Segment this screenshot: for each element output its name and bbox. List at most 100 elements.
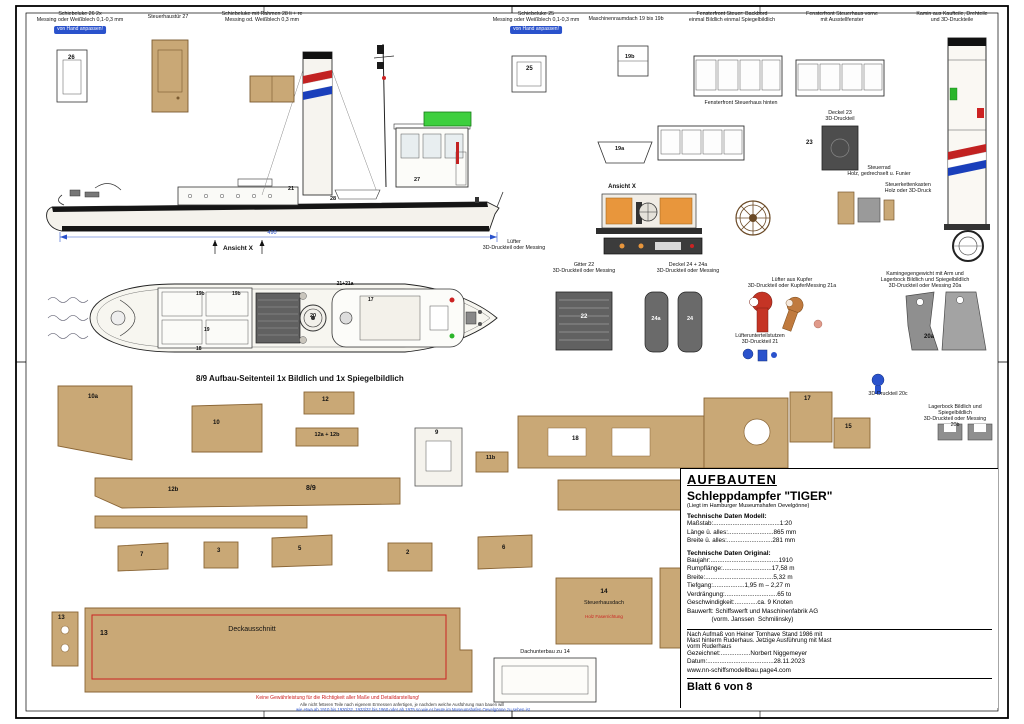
note-blue: wie etwa ab 1910 bis 1930/32, 1933/32 bi… [296,707,530,712]
label-kamin: Kamin aus Kaufteile, Drehteile und 3D-Dr… [916,11,988,23]
ship-plan-view [47,283,498,353]
label-deckel-24: Deckel 24 + 24a 3D-Druckteil oder Messin… [656,262,720,274]
ship-side-view [46,43,504,254]
part-24: 24 [686,316,694,322]
pill-von-hand-1: von Hand anpassen! [54,26,106,34]
label-lagerbock-20b: Lagerbock Bildlich und Spiegelbildlich 3… [923,404,987,428]
part-11b: 11b [486,455,496,461]
part-27-side: 27 [414,177,421,183]
wooden-parts [51,385,991,693]
label-schiebeluke-28: Schiebeluke mit Rahmen 28 li + re Messin… [221,11,303,23]
model-data-row: Breite ü. alles:........................… [687,537,796,544]
label-steuerhaustuer-27: Steuerhaustür 27 [147,14,189,20]
part-22: 22 [580,314,588,320]
funnel-detail [944,37,990,262]
original-data-row: Breite:.................................… [687,573,793,581]
original-data-row: (vorm. Janssen Schmilinsky) [687,616,794,623]
part-20a: 20a [924,334,935,340]
part-21-21a-plan: 21+21a [336,281,354,287]
label-steuerrad: Steuerrad Holz, gedrechselt u. Funier [847,165,911,177]
label-ansicht-x-side: Ansicht X [223,245,253,252]
label-dachunterbau: Dachunterbau zu 14 [520,649,570,655]
part-9: 9 [435,430,439,436]
part-23: 23 [806,140,813,146]
part-17: 17 [804,396,811,402]
part-10a: 10a [88,394,99,400]
part-10: 10 [213,420,220,426]
label-fensterfront-vorne: Fensterfront Steuerhaus vorne mit Ausste… [806,11,878,23]
part-13-deck: 13 [100,630,108,637]
model-data-row: Länge ü. alles:.........................… [687,528,797,536]
part-5: 5 [298,546,302,552]
part-13-left: 13 [58,615,65,621]
original-data-row: Geschwindigkeit:.............ca. 9 Knote… [687,599,793,606]
drawn-by-row: Gezeichnet:.................Norbert Nigg… [687,649,808,657]
label-deckel-23: Deckel 23 3D-Druckteil [825,110,855,122]
part-14: 14 [600,588,608,595]
part-26: 26 [68,55,75,61]
label-3d-20c: 3D-Druckteil 20c [868,391,908,397]
label-kamingegengewicht: Kamingegengewicht mit Arm und Lagerbock … [880,271,970,289]
part-21-side: 21 [288,186,295,192]
part-19b-plan1: 19b [196,291,205,297]
part-12: 12 [322,397,329,403]
website-row: www.nn-schiffsmodellbau.page4.com [687,666,791,674]
label-schiebeluke-25: Schiebeluke 25 Messing oder Weißblech 0,… [492,11,580,23]
part-19a: 19a [615,146,625,152]
original-data-row: Rumpflänge:............................1… [687,565,795,572]
note-red: Keine Gewährleistung für die Richtigkeit… [256,695,420,701]
title-block: AUFBAUTEN Schleppdampfer "TIGER" (Liegt … [680,468,998,708]
part-6: 6 [502,545,506,551]
ship-name: Schleppdampfer "TIGER" [687,489,833,503]
part-7: 7 [140,552,144,558]
label-deckausschnitt: Deckausschnitt [228,626,276,633]
label-luefterunterteilstutzen: Lüfterunterteilstutzen 3D-Druckteil 21 [735,333,785,345]
part-25: 25 [526,66,533,72]
dim-490: 490 [267,230,277,236]
part-drawings-top [56,39,895,255]
note-black: Alle nicht fetteren Teile nach eigenem E… [300,702,505,707]
part-8-9: 8/9 [306,485,316,492]
original-data-heading: Technische Daten Original: [687,549,771,557]
part-24a: 24a [651,316,661,322]
sheet-frame [15,5,1009,719]
model-data-heading: Technische Daten Modell: [687,513,767,520]
label-schiebeluke-26: Schiebeluke 26 2x Messing oder Weißblech… [36,11,124,23]
part-18: 18 [572,436,579,442]
label-holz-faserrichtung: Holz Faserrichtung [585,614,623,619]
label-gitter-22: Gitter 22 3D-Druckteil oder Messing [552,262,616,274]
part-17-plan: 17 [368,297,374,303]
original-data-row: Baujahr:................................… [687,556,793,564]
history-note: Nach Aufmaß von Heiner Tornhave Stand 19… [687,628,992,650]
part-18-plan: 18 [196,346,202,352]
label-luefter-kupfer: Lüfter aus Kupfer 3D-Druckteil oder Kupf… [747,277,837,289]
ship-subtitle: (Liegt im Hamburger Museumshafen Oevelgö… [687,503,810,509]
pill-von-hand-2: von Hand anpassen! [510,26,562,34]
part-12b: 12b [168,487,179,493]
sheet-number: Blatt 6 von 8 [687,678,992,693]
label-luefter: Lüfter 3D-Druckteil oder Messing [482,239,546,251]
fittings-parts [555,291,993,441]
label-aufbau-seitenteil: 8/9 Aufbau-Seitenteil 1x Bildlich und 1x… [196,374,404,383]
date-row: Datum:..................................… [687,658,805,665]
label-ansicht-x-detail: Ansicht X [608,184,636,190]
part-20-plan: 20 [309,313,317,319]
part-12a-12b: 12a + 12b [314,432,340,438]
label-steuerkettenkasten: Steuerkettenkasten Holz oder 3D-Druck [884,182,932,194]
original-data-row: Tiefgang:..................1,95 m – 2,27… [687,582,791,589]
model-data-row: Maßstab:................................… [687,520,792,527]
label-steuerhausdach: Steuerhausdach [583,600,625,606]
original-data-row: Verdrängung:............................… [687,590,792,598]
part-2: 2 [406,550,410,556]
part-9-outline [414,427,463,487]
original-data-row: Bauwerft: Schiffswerft und Maschinenfabr… [687,607,819,615]
label-fensterfront-hinten: Fensterfront Steuerhaus hinten [704,100,778,106]
part-19b-plan2: 19b [232,291,241,297]
part-19b-top: 19b [625,54,635,60]
label-maschinenraumdach: Maschinenraumdach 19 bis 19b [588,16,664,22]
part-3: 3 [217,548,221,554]
roof-substructure-outline [493,657,597,703]
